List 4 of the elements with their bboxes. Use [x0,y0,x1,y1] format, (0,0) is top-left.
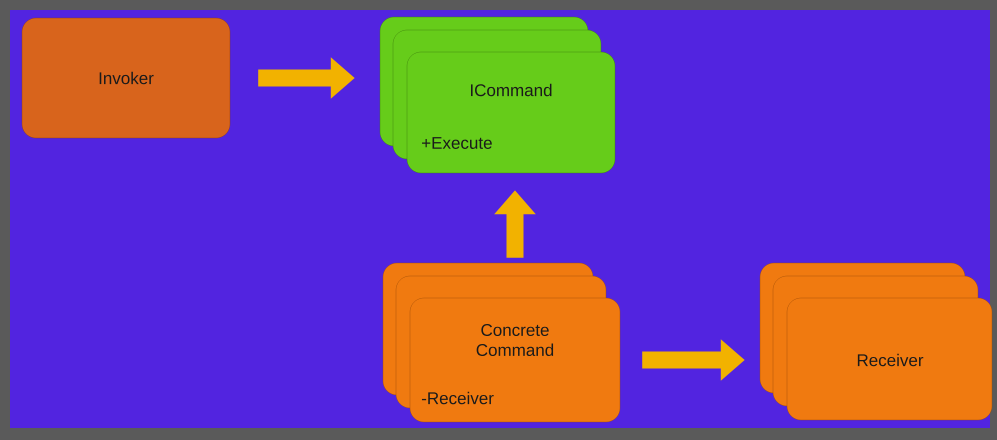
class-card-stack: Receiver [760,262,992,420]
class-card-stack: ICommand +Execute [380,16,616,174]
class-box: Invoker [22,18,230,138]
class-card-stack: Concrete Command -Receiver [382,262,620,422]
